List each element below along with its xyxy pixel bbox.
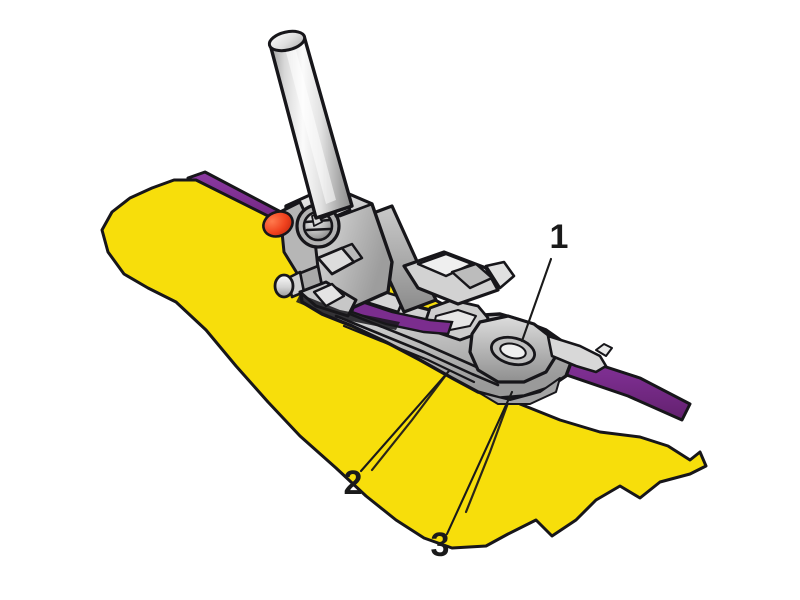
presser-foot-body: [273, 184, 516, 330]
leader-line-1: [520, 257, 553, 343]
leader-line-2: [359, 369, 451, 473]
red-marker-dot: [262, 210, 294, 238]
yellow-fabric: [100, 178, 708, 550]
fabric-crease-left: [370, 369, 451, 472]
callout-label-1: 1: [550, 218, 569, 256]
leader-line-3: [445, 390, 514, 536]
shank-top-cap: [267, 29, 307, 53]
fabric-crease-right: [464, 390, 514, 514]
presser-foot-shank: [267, 29, 354, 220]
body-shadow-lip: [296, 294, 400, 330]
callout-label-3: 3: [431, 526, 450, 564]
shank-highlight: [286, 50, 336, 204]
callout-label-2: 2: [344, 464, 363, 502]
callout-leaders: [359, 257, 553, 536]
callout-labels: 1 2 3: [344, 218, 569, 564]
needle-hole: [499, 342, 527, 360]
